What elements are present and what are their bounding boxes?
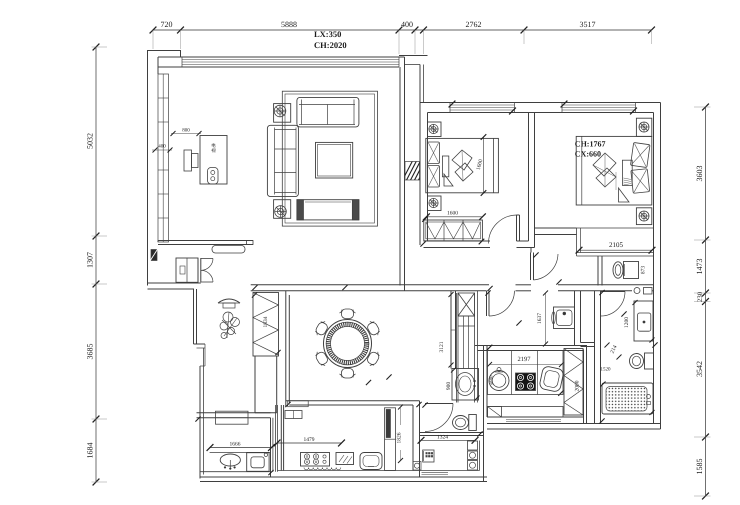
svg-text:电: 电	[211, 143, 216, 148]
svg-text:CH:1767: CH:1767	[575, 140, 606, 149]
svg-text:CH:2020: CH:2020	[314, 40, 347, 50]
svg-text:1307: 1307	[86, 252, 95, 268]
svg-text:1479: 1479	[304, 437, 315, 443]
svg-text:1666: 1666	[230, 441, 241, 447]
svg-text:900: 900	[446, 382, 452, 391]
svg-text:1473: 1473	[695, 259, 704, 275]
svg-text:1520: 1520	[601, 367, 612, 373]
svg-text:400: 400	[401, 20, 413, 29]
svg-text:1834: 1834	[263, 316, 269, 327]
svg-text:1324: 1324	[437, 435, 448, 441]
svg-text:873: 873	[641, 266, 647, 275]
svg-text:3542: 3542	[695, 361, 704, 377]
svg-text:1684: 1684	[86, 443, 95, 459]
svg-text:2762: 2762	[466, 20, 482, 29]
svg-text:视: 视	[211, 148, 216, 153]
svg-text:3603: 3603	[695, 166, 704, 182]
svg-text:800: 800	[182, 127, 190, 133]
svg-text:3121: 3121	[439, 341, 445, 352]
svg-text:5888: 5888	[281, 20, 297, 29]
svg-text:2000: 2000	[575, 380, 581, 391]
svg-text:1637: 1637	[537, 313, 543, 324]
svg-text:CX:660: CX:660	[575, 150, 601, 159]
svg-text:ø600: ø600	[489, 375, 494, 385]
svg-text:2105: 2105	[609, 241, 624, 249]
svg-text:214: 214	[610, 344, 619, 354]
svg-text:720: 720	[161, 20, 173, 29]
svg-text:LX:350: LX:350	[314, 29, 341, 39]
svg-text:2197: 2197	[518, 356, 532, 363]
svg-text:5032: 5032	[86, 133, 95, 149]
svg-text:1826: 1826	[397, 432, 403, 443]
svg-text:1585: 1585	[695, 459, 704, 475]
svg-text:3517: 3517	[580, 20, 596, 29]
svg-text:1600: 1600	[447, 211, 458, 217]
svg-text:3685: 3685	[86, 344, 95, 360]
svg-text:1600: 1600	[476, 158, 485, 170]
svg-text:400: 400	[158, 144, 166, 150]
svg-text:230: 230	[696, 291, 704, 302]
svg-text:1200: 1200	[624, 317, 630, 328]
